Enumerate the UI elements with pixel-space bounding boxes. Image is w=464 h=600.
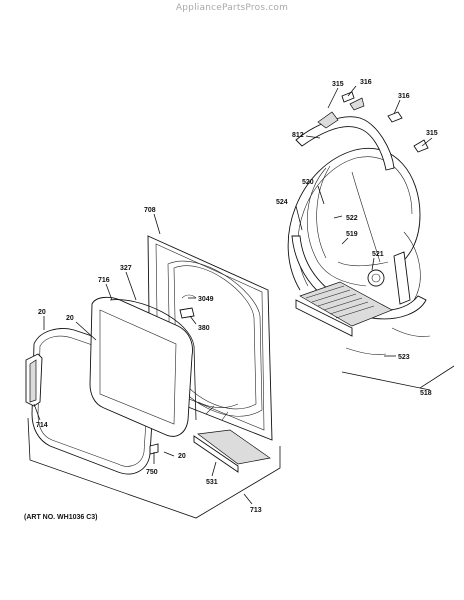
callout-750: 750	[146, 469, 158, 476]
callout-315: 315	[426, 130, 438, 137]
callout-524: 524	[276, 199, 288, 206]
callout-20: 20	[66, 315, 74, 322]
art-number-label: (ART NO. WH1036 C3)	[24, 514, 98, 521]
callout-716: 716	[98, 277, 110, 284]
callout-520: 520	[302, 179, 314, 186]
callout-714: 714	[36, 422, 48, 429]
callout-812: 812	[292, 132, 304, 139]
callout-316: 316	[398, 93, 410, 100]
callout-327: 327	[120, 265, 132, 272]
callout-519: 519	[346, 231, 358, 238]
callout-3049: 3049	[198, 296, 214, 303]
callout-20: 20	[178, 453, 186, 460]
callout-522: 522	[346, 215, 358, 222]
callout-labels: 315 316 316 315 812 520 524 522 519 521 …	[36, 79, 438, 514]
callout-20: 20	[38, 309, 46, 316]
callout-523: 523	[398, 354, 410, 361]
callout-708: 708	[144, 207, 156, 214]
front-panel-assembly	[25, 235, 281, 519]
watermark-text: AppliancePartsPros.com	[175, 3, 289, 13]
callout-713: 713	[250, 507, 262, 514]
callout-531: 531	[206, 479, 218, 486]
callout-380: 380	[198, 325, 210, 332]
leader-lines	[33, 85, 433, 505]
bulkhead-assembly	[287, 91, 455, 389]
callout-521: 521	[372, 251, 384, 258]
callout-316: 316	[360, 79, 372, 86]
callout-518: 518	[420, 390, 432, 397]
callout-315: 315	[332, 81, 344, 88]
